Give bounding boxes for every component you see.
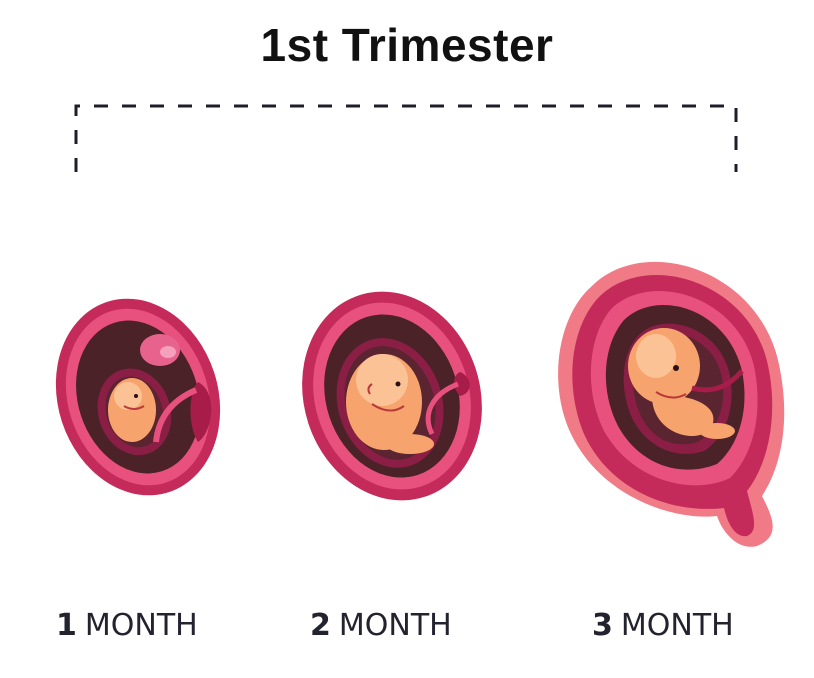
embryo-month-2-illustration	[302, 291, 482, 501]
stage-number: 1	[56, 608, 77, 643]
embryo-month-1-illustration	[55, 298, 221, 496]
page-title: 1st Trimester	[260, 19, 554, 71]
stage-unit: MONTH	[338, 608, 452, 643]
trimester-bracket	[74, 104, 738, 172]
stage-unit: MONTH	[620, 608, 734, 643]
stage-number: 2	[310, 608, 331, 643]
stage-number: 3	[592, 608, 613, 643]
stage-unit: MONTH	[84, 608, 198, 643]
embryo-month-3-illustration	[558, 261, 785, 547]
